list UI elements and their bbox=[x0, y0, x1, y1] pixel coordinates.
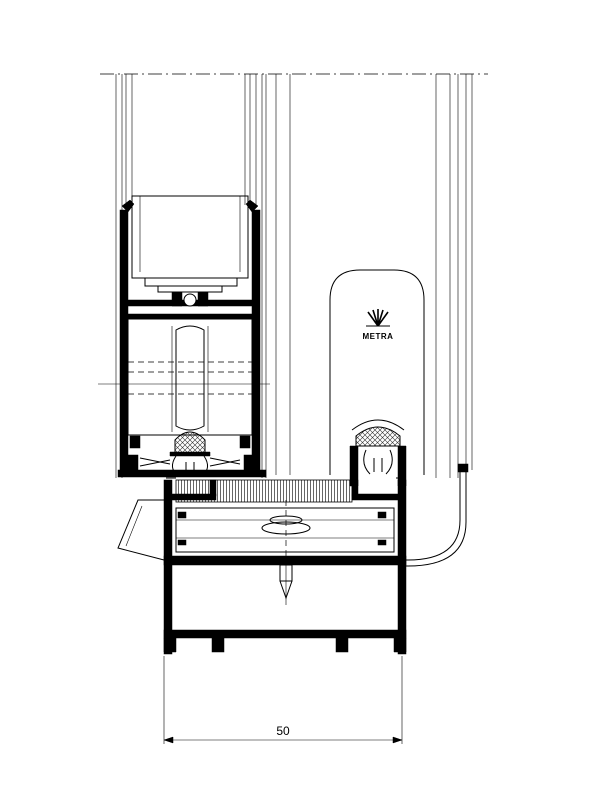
frame-profile bbox=[163, 477, 407, 655]
fixed-glass-lines bbox=[275, 74, 473, 478]
dimension-line bbox=[163, 736, 403, 744]
thermal-break bbox=[98, 318, 270, 436]
fan-logo-icon bbox=[366, 309, 390, 327]
logo-plate bbox=[329, 269, 425, 475]
sash-glass-lines bbox=[115, 74, 267, 478]
dimension-text: 50 bbox=[276, 724, 290, 738]
glazing-bead bbox=[131, 195, 249, 307]
fixed-gasket bbox=[349, 419, 407, 487]
sash-gaskets bbox=[139, 431, 241, 477]
sill-wedge bbox=[117, 499, 165, 561]
bottom-extension-lines bbox=[163, 656, 403, 744]
logo-text: METRA bbox=[363, 332, 394, 341]
curved-cover bbox=[400, 463, 469, 567]
fixing-screw bbox=[279, 564, 293, 605]
track-rail bbox=[175, 500, 395, 556]
